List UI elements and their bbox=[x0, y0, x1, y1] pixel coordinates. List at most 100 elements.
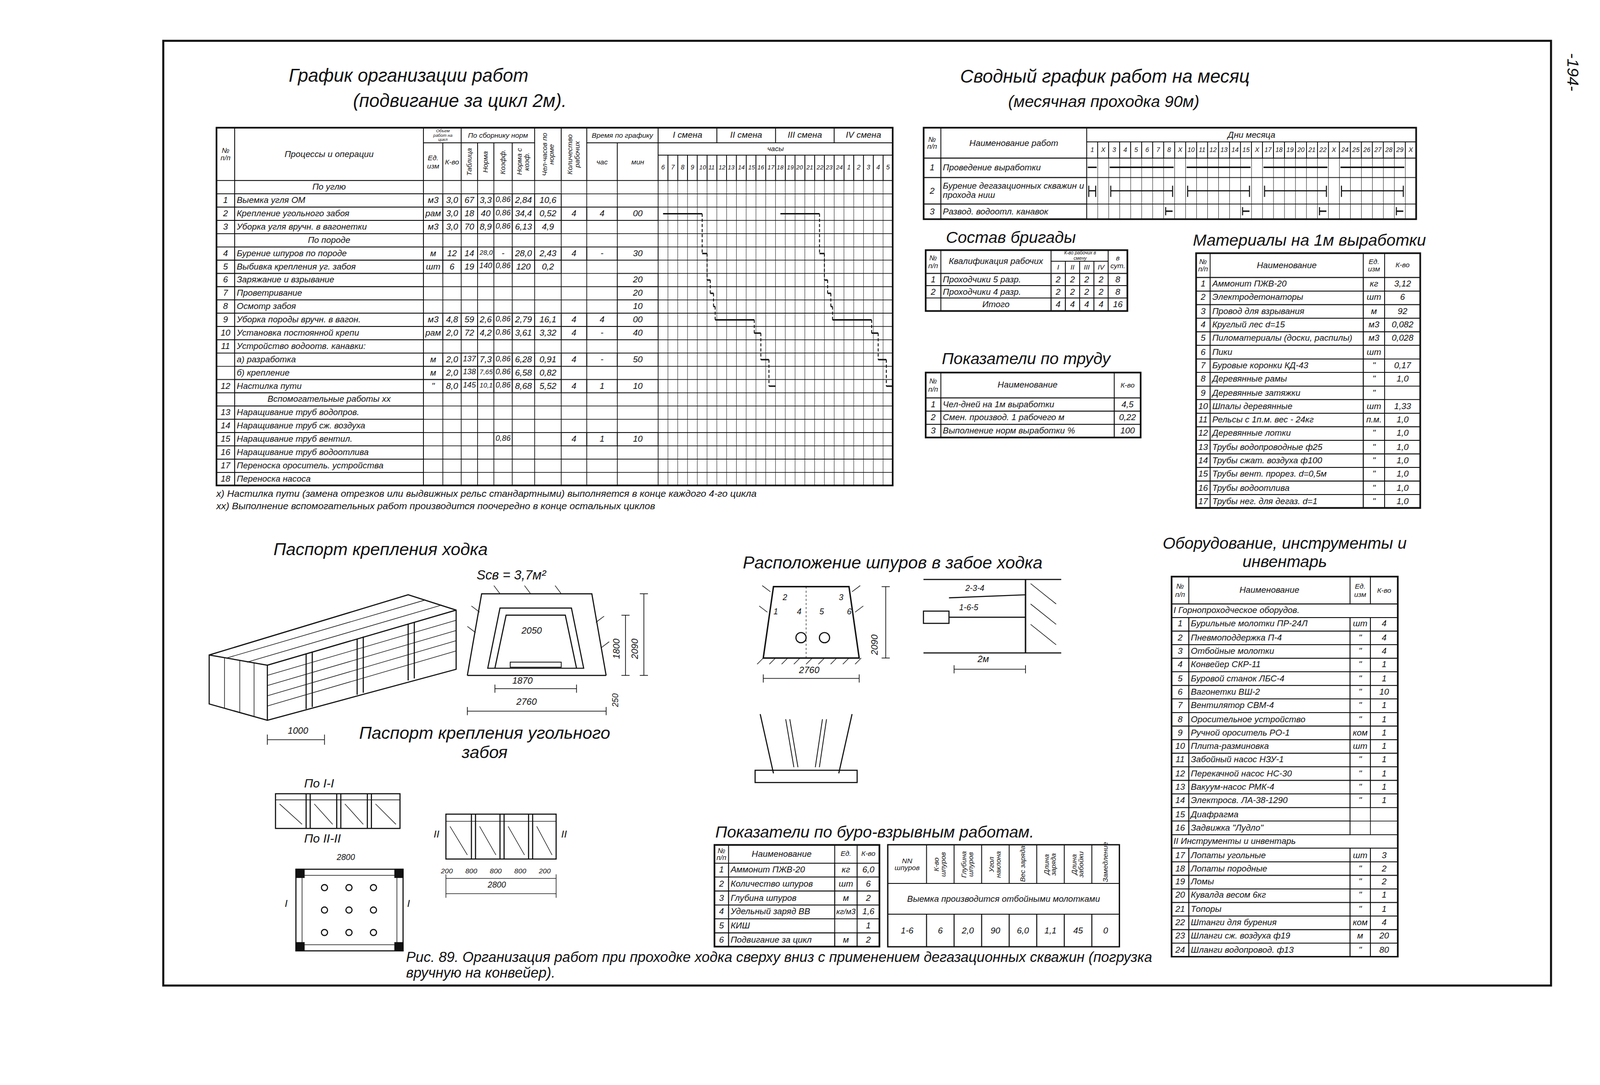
dimension-label: 2050 bbox=[521, 626, 542, 637]
table-cell: " bbox=[1363, 494, 1386, 509]
table-cell: 19 bbox=[1284, 141, 1296, 159]
cell-text: I Горнопроходческое оборудов. bbox=[1173, 606, 1300, 616]
cell-text: № п/п bbox=[927, 377, 940, 393]
cell-text: 34,4 bbox=[514, 209, 532, 219]
table-cell: Выемка производится отбойными молотками bbox=[887, 883, 1120, 915]
table-cell: 2 bbox=[1051, 273, 1066, 286]
table-cell: 10 bbox=[1195, 399, 1211, 414]
table-cell: 40 bbox=[617, 326, 659, 340]
table-cell: 8,9 bbox=[477, 220, 495, 234]
cell-text: 6 bbox=[866, 879, 872, 889]
table-cell: 5 bbox=[1171, 671, 1189, 686]
cell-text: 3 bbox=[930, 426, 936, 436]
cell-text: Буровой станок ЛБС-4 bbox=[1190, 674, 1285, 684]
table-cell: Уборка породы вручн. в вагон. bbox=[234, 313, 424, 327]
table-cell: 22 bbox=[1317, 141, 1329, 159]
table-cell: № п/п bbox=[923, 127, 941, 159]
cell-text: 6 bbox=[1400, 293, 1406, 303]
cell-text: 13 bbox=[1198, 442, 1208, 452]
table-cell: 25 bbox=[1350, 141, 1362, 159]
cell-text: 2 bbox=[930, 287, 936, 297]
section-label: По I-I bbox=[304, 777, 334, 791]
table-cell: Заряжание и взрывание bbox=[234, 273, 424, 287]
table-cell: 3 bbox=[925, 424, 941, 438]
table-cell: 8 bbox=[1195, 372, 1211, 387]
table-cell: 15 bbox=[746, 155, 756, 181]
cell-text: Вспомогательные работы xx bbox=[267, 394, 391, 405]
cell-text: 7 bbox=[1200, 361, 1206, 371]
table-cell: б) крепление bbox=[234, 366, 424, 380]
cell-text: Проходчики 5 разр. bbox=[942, 275, 1021, 285]
table-cell: II Инструменты и инвентарь bbox=[1171, 834, 1398, 849]
cell-text: X bbox=[1101, 146, 1106, 154]
cell-text: 9 bbox=[223, 315, 229, 325]
hole-number: 4 bbox=[796, 608, 802, 618]
table-cell: шт bbox=[1363, 291, 1386, 305]
table-cell: 19 bbox=[461, 260, 478, 274]
cell-text: 14 bbox=[464, 248, 475, 259]
cell-text: 13 bbox=[727, 164, 735, 172]
table-cell: 0,86 bbox=[493, 207, 513, 221]
cell-text: Вагонетки ВШ-2 bbox=[1190, 687, 1261, 698]
cell-text: 1,33 bbox=[1394, 401, 1412, 412]
table-cell: X bbox=[1174, 141, 1186, 159]
cell-text: Наименование bbox=[1239, 585, 1300, 595]
table-cell: часы bbox=[658, 142, 893, 156]
cell-text: 19 bbox=[464, 262, 475, 272]
table-cell: " bbox=[1350, 698, 1371, 713]
table-cell: 3,0 bbox=[442, 207, 462, 221]
cell-text: Круглый лес d=15 bbox=[1212, 320, 1285, 330]
table-cell: рам bbox=[423, 207, 443, 221]
table-cell: кг bbox=[1363, 277, 1386, 292]
table-cell: 0,2 bbox=[534, 260, 562, 274]
cell-text: II смена bbox=[730, 130, 763, 140]
cell-text: 14 bbox=[1175, 796, 1185, 806]
cell-text: 00 bbox=[632, 315, 643, 325]
cell-text: 2 bbox=[1055, 287, 1061, 297]
cell-text: рам bbox=[425, 328, 441, 339]
cell-text: Диафрагма bbox=[1190, 810, 1239, 820]
cell-text: 14 bbox=[1198, 456, 1208, 466]
table-cell: 18 bbox=[216, 472, 235, 486]
table-cell: 3 bbox=[1108, 141, 1120, 159]
cell-text: Крепление угольного забоя bbox=[236, 209, 350, 219]
cell-text: 5 bbox=[1177, 674, 1183, 684]
table-cell: 45 bbox=[1064, 914, 1092, 947]
table-cell: 1 bbox=[1370, 739, 1398, 754]
table-cell: 1 bbox=[586, 432, 618, 446]
cell-text: 5 bbox=[1134, 146, 1139, 154]
cell-text: " bbox=[1372, 361, 1376, 371]
cell-text: 20 bbox=[632, 275, 643, 285]
table-cell: Смен. производ. 1 рабочего м bbox=[940, 411, 1115, 425]
table-cell: 2 bbox=[856, 933, 880, 947]
table-cell: 27 bbox=[1372, 141, 1384, 159]
cell-text: 1 bbox=[719, 865, 725, 875]
cell-text: " bbox=[1358, 945, 1362, 955]
drawing-title: Паспорт крепления ходка bbox=[273, 540, 488, 561]
table-cell: 2,0 bbox=[442, 326, 462, 340]
table-cell: 21 bbox=[805, 155, 815, 181]
cell-text: рам bbox=[425, 209, 441, 219]
cell-text: мин bbox=[631, 157, 645, 166]
table-cell: 10 bbox=[216, 326, 235, 340]
table-cell: 6,58 bbox=[512, 366, 535, 380]
cell-text: 1 bbox=[1381, 782, 1387, 792]
cell-text: Процессы и операции bbox=[284, 149, 374, 159]
table-cell: 1 bbox=[1370, 889, 1398, 903]
dimension-label: 2800 bbox=[487, 881, 507, 891]
cell-text: 17 bbox=[220, 461, 231, 471]
table-cell: № п/п bbox=[925, 372, 941, 399]
cell-text: 6,13 bbox=[514, 222, 532, 232]
cell-text: 0,17 bbox=[1394, 361, 1412, 371]
cell-text: 2,84 bbox=[514, 196, 532, 206]
cell-text: Замедление bbox=[1101, 845, 1110, 883]
table-cell: К-во шпуров bbox=[926, 845, 955, 884]
cell-text: 23 bbox=[825, 164, 833, 172]
table-cell: 1 bbox=[714, 863, 729, 878]
cell-text: 3,0 bbox=[445, 196, 458, 206]
table-cell: Уборка угля вручн. в вагонетки bbox=[234, 220, 424, 234]
table-cell: Проходчики 5 разр. bbox=[940, 273, 1052, 286]
cell-text: 2 bbox=[866, 935, 872, 945]
cell-text: Ед. изм bbox=[1364, 257, 1384, 273]
table-cell: 100 bbox=[1114, 424, 1141, 438]
